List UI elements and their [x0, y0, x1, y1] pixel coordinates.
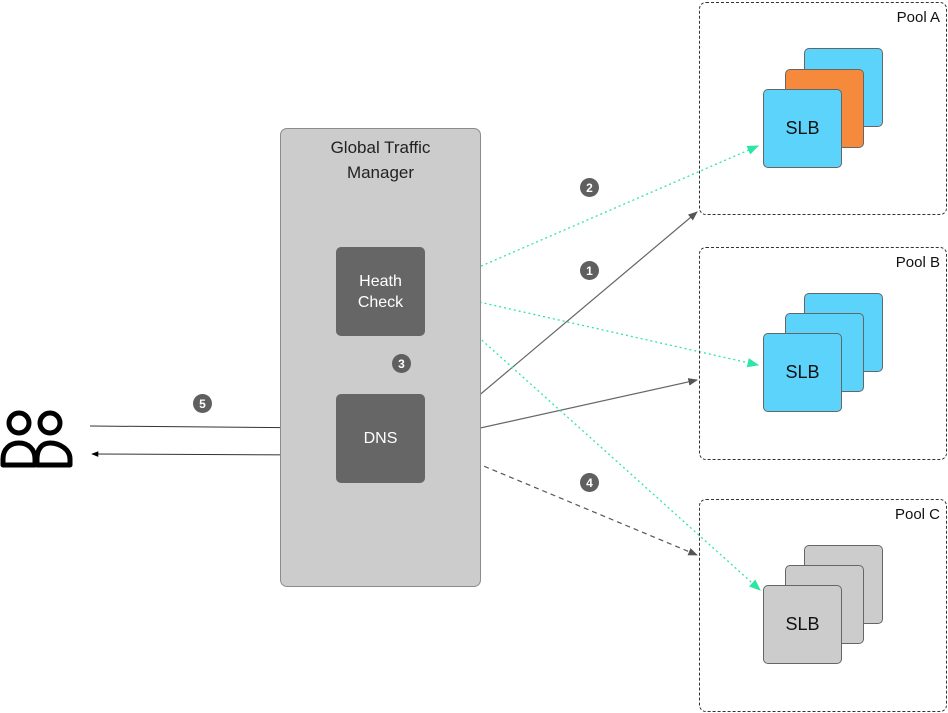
- global-traffic-manager: Global Traffic Manager: [280, 128, 481, 587]
- pool-a: Pool A: [699, 2, 947, 215]
- pool-b-slb-front: SLB: [763, 333, 842, 412]
- step-badge-2: 2: [580, 178, 599, 197]
- health-to-pool-a: [425, 145, 760, 291]
- pool-a-slb-front: SLB: [763, 89, 842, 168]
- pool-b: Pool B: [699, 247, 947, 460]
- pool-c-slb-front: SLB: [763, 585, 842, 664]
- health-check-label: Heath Check: [357, 272, 404, 311]
- pool-c-slb-label: SLB: [785, 614, 820, 634]
- step-badge-1: 1: [580, 261, 599, 280]
- users-icon: [0, 410, 73, 468]
- dns-label: DNS: [363, 430, 398, 447]
- pool-a-slb-label: SLB: [785, 118, 820, 138]
- step-badge-5: 5: [193, 394, 212, 413]
- pool-c: Pool C: [699, 499, 947, 712]
- step-badge-4: 4: [580, 473, 599, 492]
- pool-a-label: Pool A: [896, 9, 940, 26]
- health-to-pool-b: [425, 289, 760, 368]
- pool-b-label: Pool B: [895, 254, 940, 271]
- pool-c-label: Pool C: [894, 506, 940, 523]
- gtm-title: Global Traffic Manager: [330, 138, 431, 182]
- step-badge-3: 3: [392, 354, 411, 373]
- pool-b-slb-label: SLB: [785, 362, 820, 382]
- health-check-box: Heath Check: [336, 247, 425, 336]
- dns-box: DNS: [336, 394, 425, 483]
